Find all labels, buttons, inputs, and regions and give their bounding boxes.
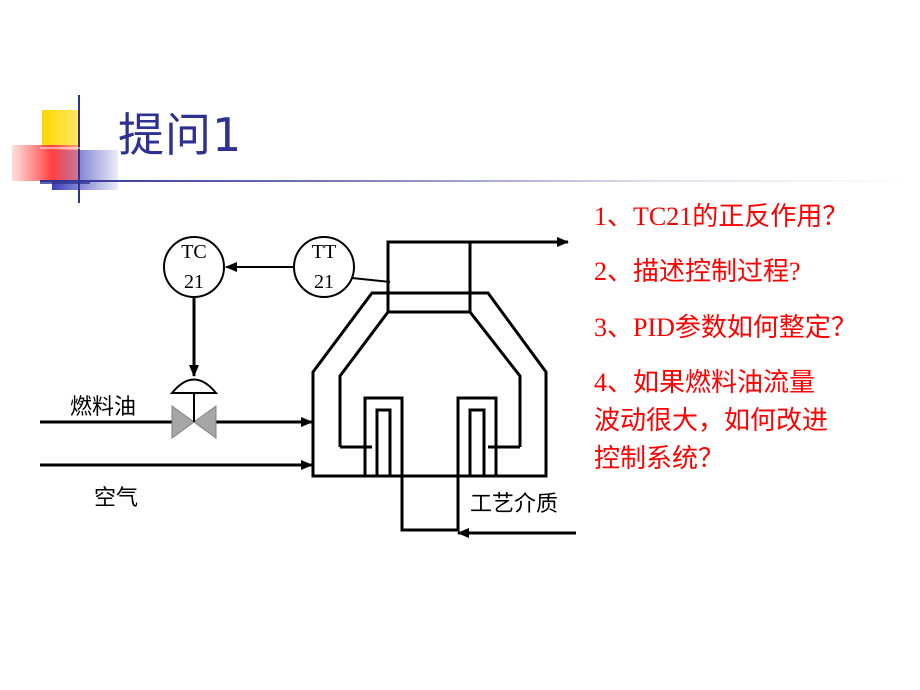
question-4-line-2: 波动很大，如何改进 — [594, 406, 829, 435]
question-4-line-1: 4、如果燃料油流量 — [594, 368, 816, 397]
control-valve — [169, 378, 219, 439]
furnace-inner-wall — [338, 310, 522, 447]
slide-title: 提问1 — [118, 108, 243, 162]
valve-actuator — [169, 378, 219, 394]
tc21-label-bottom: 21 — [184, 271, 204, 293]
question-2: 2、描述控制过程? — [594, 257, 801, 286]
fuel-label: 燃料油 — [70, 394, 136, 419]
tt21-sensor-tap — [351, 277, 391, 283]
process-diagram: 工艺介质 燃料油 空气 TC 21 TT 21 — [40, 236, 576, 538]
furnace-outer-wall — [311, 291, 548, 478]
furnace-stack — [386, 240, 472, 312]
tt21-label-top: TT — [312, 241, 336, 263]
ornament-red-bar — [12, 145, 78, 181]
tc21-label-top: TC — [181, 241, 207, 263]
question-1: 1、TC21的正反作用？ — [594, 202, 849, 231]
title-underline — [40, 180, 920, 182]
question-3: 3、PID参数如何整定？ — [594, 313, 857, 342]
tt21-label-bottom: 21 — [314, 271, 334, 293]
question-4-line-3: 控制系统？ — [594, 444, 725, 473]
ornament-yellow-square — [42, 110, 80, 148]
title-ornament — [12, 95, 130, 203]
air-label: 空气 — [94, 485, 138, 510]
heating-coil — [363, 396, 498, 532]
process-medium-label: 工艺介质 — [470, 491, 558, 516]
